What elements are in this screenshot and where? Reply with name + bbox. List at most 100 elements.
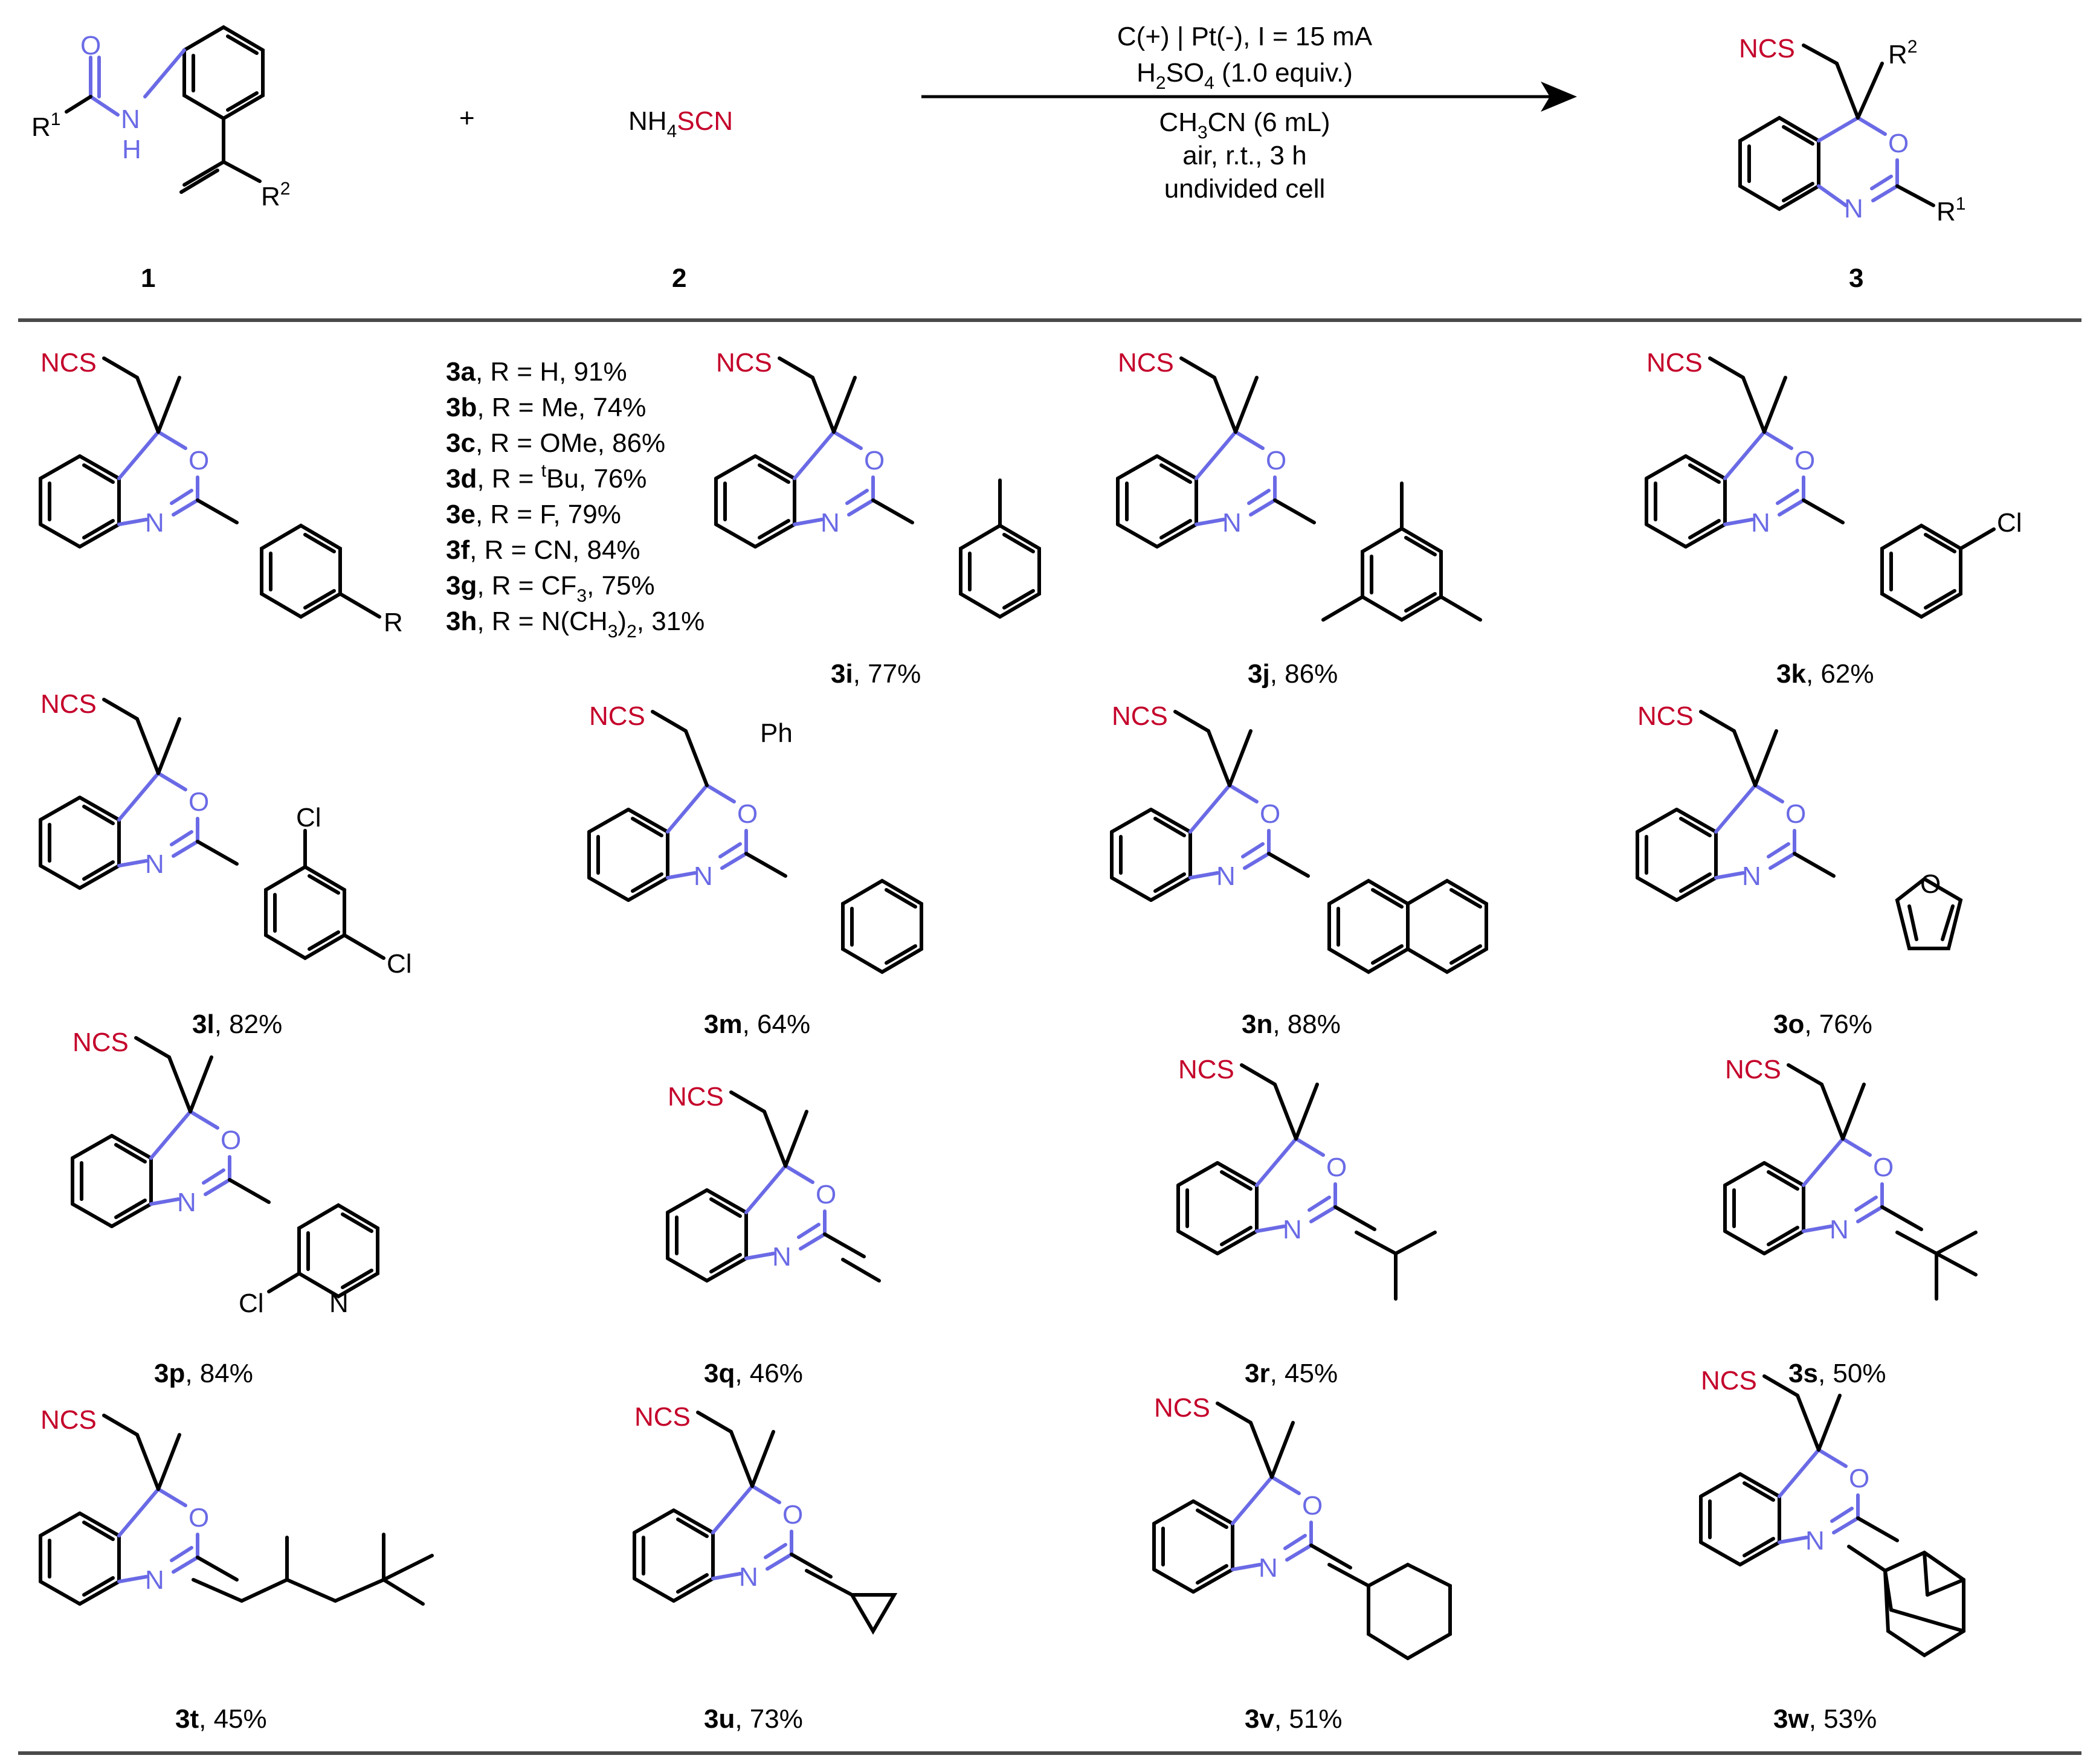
amide-hydrogen-label: H: [122, 135, 141, 164]
r2-label-sm: R2: [261, 179, 290, 211]
legend-entry-3h: 3h, R = N(CH3)2, 31%: [446, 607, 705, 642]
r1-label-product: R1: [1936, 194, 1965, 227]
ncs-label-3i: NCS: [716, 348, 772, 378]
ring-oxygen-3m: O: [737, 799, 758, 829]
ring-oxygen-3v: O: [1302, 1491, 1323, 1521]
core-3w: O N NCS: [1699, 1366, 1899, 1566]
ring-nitrogen-3n: N: [1216, 861, 1236, 891]
condition-atmosphere: air, r.t., 3 h: [1182, 141, 1306, 170]
condition-acid: H2SO4 (1.0 equiv.): [1137, 58, 1353, 93]
core-3u: O N NCS: [633, 1402, 833, 1603]
core-3m: O N NCS: [587, 701, 787, 902]
ring-oxygen-3t: O: [189, 1503, 209, 1533]
ncs-label-3v: NCS: [1154, 1393, 1210, 1423]
ring-oxygen-3n: O: [1260, 799, 1280, 829]
legend-entry-3d: 3d, R = tBu, 76%: [446, 461, 646, 494]
condition-cell: undivided cell: [1164, 174, 1326, 204]
ncs-label-3t: NCS: [40, 1405, 97, 1435]
ncs-label-3u: NCS: [634, 1402, 691, 1432]
furan-oxygen-label: O: [1920, 869, 1941, 899]
ring-oxygen-3l: O: [189, 787, 209, 817]
yield-3w: 3w, 53%: [1773, 1704, 1877, 1734]
ring-nitrogen-3k: N: [1751, 508, 1770, 538]
ring-oxygen-3q: O: [816, 1180, 836, 1209]
core-3q: O N NCS: [666, 1082, 866, 1283]
ncs-label-3m: NCS: [589, 701, 645, 731]
ring-oxygen-3w: O: [1849, 1464, 1869, 1493]
amide-oxygen-label: O: [80, 31, 101, 60]
yield-3v: 3v, 51%: [1245, 1704, 1342, 1734]
ring-nitrogen-label: N: [1844, 194, 1863, 224]
ncs-label-3k: NCS: [1646, 348, 1703, 378]
ring-nitrogen-3u: N: [739, 1562, 758, 1592]
condition-solvent: CH3CN (6 mL): [1159, 108, 1330, 143]
ncs-label-3r: NCS: [1178, 1055, 1234, 1084]
ring-nitrogen-3i: N: [821, 508, 840, 538]
reagent-nh4scn: NH4SCN: [628, 106, 733, 141]
ncs-label-3w: NCS: [1701, 1366, 1757, 1395]
ring-oxygen-3a-3h: O: [189, 446, 209, 475]
ring-nitrogen-3l: N: [145, 849, 164, 879]
ring-oxygen-3o: O: [1785, 799, 1806, 829]
legend-entry-3g: 3g, R = CF3, 75%: [446, 571, 655, 606]
condition-electrodes: C(+) | Pt(-), I = 15 mA: [1117, 22, 1373, 51]
ring-oxygen-3k: O: [1794, 446, 1815, 475]
ring-nitrogen-3q: N: [772, 1242, 792, 1272]
ring-oxygen-3i: O: [864, 446, 885, 475]
substituent-drawings: [192, 478, 1996, 1661]
r2-label-product: R2: [1888, 37, 1917, 69]
compound-1-label: 1: [141, 263, 155, 293]
ring-nitrogen-3p: N: [177, 1188, 196, 1217]
ring-oxygen-3j: O: [1266, 446, 1286, 475]
ring-nitrogen-3w: N: [1805, 1526, 1825, 1556]
yield-3n: 3n, 88%: [1242, 1009, 1341, 1039]
ncs-label-product: NCS: [1739, 34, 1795, 63]
chloro-label-3p: Cl: [239, 1289, 264, 1318]
chloro-label-3l-para: Cl: [387, 949, 412, 979]
yield-3t: 3t, 45%: [175, 1704, 267, 1734]
yield-3i: 3i, 77%: [831, 659, 921, 689]
legend-3a-3h: 3a, R = H, 91%3b, R = Me, 74%3c, R = OMe…: [446, 357, 705, 642]
core-3a-3h: O N NCS: [39, 348, 239, 549]
ring-oxygen-3r: O: [1326, 1153, 1347, 1182]
amide-nitrogen-label: N: [121, 105, 140, 134]
ring-nitrogen-3a-3h: N: [145, 508, 164, 538]
ncs-label-3q: NCS: [668, 1082, 724, 1112]
ncs-label-3s: NCS: [1725, 1055, 1781, 1084]
product-3-structure: [1738, 43, 1935, 211]
legend-entry-3b: 3b, R = Me, 74%: [446, 393, 646, 422]
core-3j: O N NCS: [1116, 348, 1316, 549]
yield-3l: 3l, 82%: [192, 1009, 282, 1039]
substrate-cores: O N NCS O N NCS O N NCS O N NCS O N NCS O N NCS O N NCS O N NCS…: [39, 348, 1923, 1606]
yield-3u: 3u, 73%: [704, 1704, 803, 1734]
para-r-label: R: [384, 608, 403, 637]
yield-3k: 3k, 62%: [1776, 659, 1874, 689]
yield-3p: 3p, 84%: [154, 1359, 253, 1388]
ring-nitrogen-3m: N: [694, 861, 713, 891]
yield-3m: 3m, 64%: [704, 1009, 810, 1039]
pyridine-nitrogen-label: N: [329, 1289, 349, 1318]
ncs-label-3j: NCS: [1118, 348, 1174, 378]
r1-label-sm: R1: [31, 109, 60, 142]
ring-oxygen-3u: O: [782, 1500, 803, 1530]
yield-3q: 3q, 46%: [704, 1359, 803, 1388]
legend-entry-3f: 3f, R = CN, 84%: [446, 535, 640, 565]
ring-nitrogen-3j: N: [1222, 508, 1242, 538]
yield-3j: 3j, 86%: [1248, 659, 1338, 689]
yield-3o: 3o, 76%: [1773, 1009, 1872, 1039]
compound-2-label: 2: [672, 263, 686, 293]
legend-entry-3c: 3c, R = OMe, 86%: [446, 428, 665, 458]
ring-oxygen-3p: O: [221, 1125, 241, 1155]
yield-3r: 3r, 45%: [1245, 1359, 1338, 1388]
ncs-label-3a-3h: NCS: [40, 348, 97, 378]
core-3i: O N NCS: [714, 348, 914, 549]
